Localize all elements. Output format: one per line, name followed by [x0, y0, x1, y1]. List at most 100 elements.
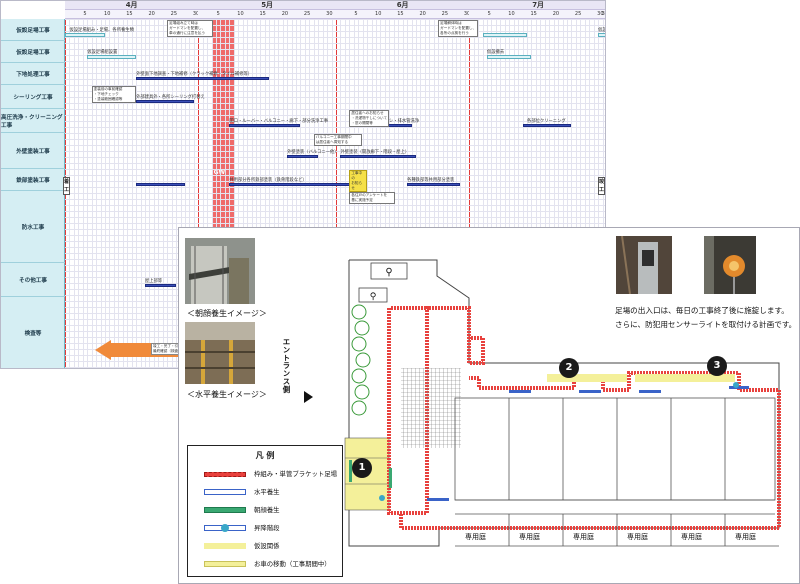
- schedule-bar-label: 屋上部等: [144, 279, 163, 285]
- asagao-caption: ＜朝顔養生イメージ＞: [187, 309, 267, 318]
- day-tick-label: 30: [597, 11, 604, 17]
- schedule-bar: [482, 32, 528, 37]
- schedule-note: 工事中のお知らせ: [349, 170, 368, 192]
- note-line: ガードマンを配置し、: [440, 26, 477, 30]
- schedule-bar-label: 外部建具外・各所シーリング打替え: [136, 94, 205, 100]
- grid-hline: [65, 163, 605, 164]
- schedule-bar-label: 仮設足場組設置: [87, 49, 118, 55]
- work-item-label: 高圧洗浄・クリーニング工事: [1, 109, 65, 133]
- schedule-bar: [136, 76, 270, 80]
- day-tick-label: 15: [397, 11, 404, 17]
- schedule-bar: [229, 123, 301, 127]
- unit-partitions: [454, 397, 779, 547]
- work-item-label: 外壁塗装工事: [1, 133, 65, 169]
- work-item-label: 検査等: [1, 297, 65, 368]
- note-line: は居住者へ周知する: [315, 140, 349, 144]
- floor-plan-drawing: ⚲ ⚲: [344, 259, 781, 547]
- scaffold-line-main: [399, 371, 781, 530]
- horizontal-swatch: [204, 489, 246, 495]
- entrance-arrow-icon: [304, 391, 313, 403]
- legend-item-car: お車の移動（工事期間中）: [188, 558, 342, 570]
- schedule-bar-label: 仮設足場払い: [598, 27, 605, 33]
- month-header-cell: 7月: [469, 1, 605, 10]
- grid-hline: [65, 127, 605, 128]
- horizontal-protection: [427, 386, 749, 501]
- day-tick-label: 20: [419, 11, 426, 17]
- legend-item-stairs: 昇降階段: [188, 522, 342, 534]
- legend-item-asagao: 朝顔養生: [188, 504, 342, 516]
- note-line: 最終確認（検査）: [153, 349, 182, 353]
- schedule-bar-label: 各種鉄部等共用部分塗装: [407, 177, 455, 183]
- bike-box-2: [358, 287, 388, 303]
- day-tick-label: 30: [192, 11, 200, 17]
- work-item-column: 仮設足場工事仮設足場工事下地処理工事シーリング工事高圧洗浄・クリーニング工事外壁…: [1, 19, 65, 368]
- bike-box-1: [370, 262, 408, 280]
- description-line-1: 足場の出入口は、毎日の工事終了後に施錠します。: [615, 306, 789, 315]
- legend-label: 朝顔養生: [254, 506, 280, 514]
- note-line: ・洗濯物干しについて: [351, 116, 388, 120]
- schedule-bar-label: 仮設撤去: [487, 49, 505, 55]
- day-tick-label: 15: [530, 11, 537, 17]
- day-header-cell: [198, 10, 336, 19]
- grid-hline: [65, 55, 605, 56]
- day-tick-label: 25: [303, 11, 311, 17]
- horizontal-photo: [185, 322, 255, 384]
- asagao-photo-image: [185, 238, 255, 304]
- grid-hline: [65, 79, 605, 80]
- day-tick-label: 25: [170, 11, 178, 17]
- grid-hline: [65, 109, 605, 110]
- day-header-cell: [336, 10, 470, 19]
- legend-item-scaffold: 枠組み・単管ブラケット足場: [188, 468, 342, 480]
- schedule-bar-label: サッシ・排水管洗浄: [380, 118, 420, 124]
- grid-hline: [65, 25, 605, 26]
- grid-hline: [65, 19, 605, 20]
- day-tick-label: 5: [354, 11, 358, 17]
- work-item-label: 鉄部塗装工事: [1, 169, 65, 191]
- grid-hline: [65, 103, 605, 104]
- site-plan: ＜朝顔養生イメージ＞ ＜水平養生イメージ＞ 足場の出入口は、毎日の工事終了後に施…: [178, 227, 800, 584]
- grid-hline: [65, 187, 605, 188]
- marker-2: 2: [559, 358, 579, 378]
- grid-hline: [65, 43, 605, 44]
- horizontal-caption: ＜水平養生イメージ＞: [187, 390, 267, 399]
- grid-hline: [65, 115, 605, 116]
- day-tick-label: 5: [487, 11, 491, 17]
- schedule-note: 足場組み立て時はガードマンを配置し、車の通行に注意を払う: [167, 20, 214, 37]
- work-item-label: その他工事: [1, 263, 65, 297]
- grid-hline: [65, 169, 605, 170]
- legend-item-temp: 仮設関係: [188, 540, 342, 552]
- work-item-label: 仮設足場工事: [1, 41, 65, 63]
- schedule-bar: [340, 155, 416, 159]
- stairs-dot-icon: [221, 524, 229, 532]
- bicycle-icon-2: ⚲: [370, 292, 377, 302]
- day-tick-label: 10: [237, 11, 244, 17]
- schedule-bar-label: 仮設足場組み・足場、各所養生類: [69, 27, 134, 33]
- schedule-bar: [487, 54, 532, 59]
- note-line: バルコニー工事期間中: [315, 135, 352, 139]
- legend-label: 昇降階段: [254, 524, 280, 532]
- work-item-label: 下地処理工事: [1, 63, 65, 85]
- grid-hline: [65, 181, 605, 182]
- schedule-bar: [87, 54, 137, 59]
- grid-hline: [65, 85, 605, 86]
- scaffold-line-west: [387, 306, 485, 515]
- schedule-bar: [144, 284, 177, 288]
- schedule-note: バルコニー工事期間中は居住者へ周知する: [313, 134, 362, 146]
- gate-photo-image: [616, 236, 672, 294]
- building-outline: [348, 259, 780, 547]
- entrance-label: エントランス側: [282, 338, 291, 394]
- month-header-cell: 6月: [336, 1, 470, 10]
- schedule-bar: [65, 32, 105, 37]
- legend-title: 凡 例: [255, 451, 275, 460]
- note-line: 各住戸のアンケートを: [351, 193, 388, 197]
- day-tick-label: 25: [574, 11, 582, 17]
- note-line: お知らせ: [351, 181, 363, 190]
- legend-label: お車の移動（工事期間中）: [254, 560, 331, 568]
- schedule-note: 各住戸のアンケートを基に実施予定: [349, 192, 396, 204]
- yard-label-1: 専用庭: [465, 533, 486, 541]
- day-tick-label: 25: [441, 11, 449, 17]
- description-line-2: さらに、防犯用センサーライトを取付ける計画です。: [615, 320, 797, 329]
- note-line: ・下地チェック: [93, 92, 119, 96]
- grid-hline: [65, 205, 605, 206]
- yard-label-2: 専用庭: [519, 533, 540, 541]
